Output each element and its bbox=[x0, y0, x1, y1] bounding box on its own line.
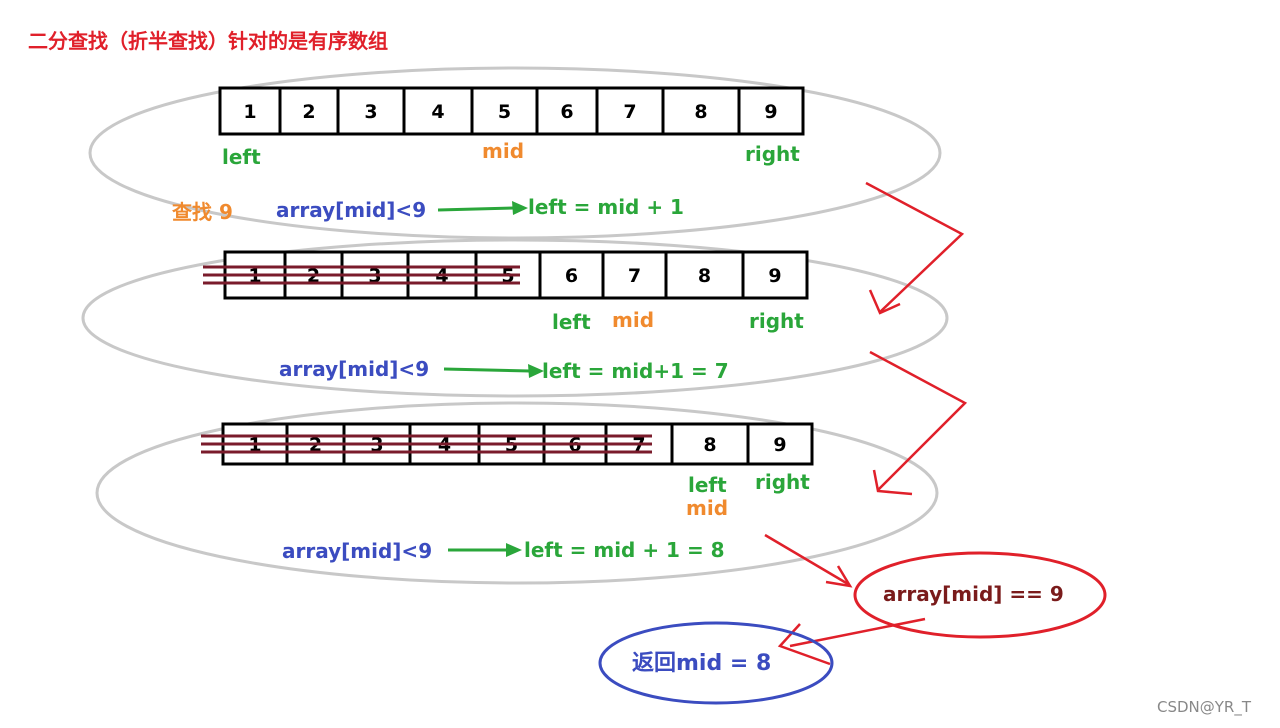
red-arrow-2-head bbox=[872, 469, 913, 496]
array-cell-value: 3 bbox=[364, 101, 377, 123]
array-cell bbox=[470, 86, 539, 136]
found-ellipse bbox=[853, 551, 1107, 639]
step1-left-label: left bbox=[222, 145, 261, 169]
return-ellipse bbox=[598, 621, 834, 705]
red-arrow-4 bbox=[789, 617, 926, 648]
array-cell bbox=[661, 86, 741, 136]
watermark: CSDN@YR_T bbox=[1157, 698, 1252, 717]
array-cell bbox=[737, 86, 805, 136]
array-row-1: 1 2 3 4 5 6 7 8 9 bbox=[218, 86, 805, 136]
array-cell bbox=[278, 86, 340, 136]
array-cell-value: 9 bbox=[768, 265, 781, 287]
array-cell-value: 9 bbox=[773, 434, 786, 456]
step1-condition: array[mid]<9 bbox=[276, 198, 426, 222]
step2-result: left = mid+1 = 7 bbox=[542, 359, 729, 383]
step2-arrow-head bbox=[528, 364, 544, 378]
step2-condition: array[mid]<9 bbox=[279, 357, 429, 381]
step3-mid-label: mid bbox=[686, 496, 728, 520]
step1-right-label: right bbox=[745, 142, 800, 166]
step3-arrow-head bbox=[506, 543, 522, 557]
step3-left-label: left bbox=[688, 473, 727, 497]
array-cell bbox=[741, 250, 809, 300]
red-arrow-1-head bbox=[868, 289, 901, 315]
array-cell-value: 8 bbox=[694, 101, 707, 123]
array-cell-value: 6 bbox=[560, 101, 573, 123]
red-arrow-4-head bbox=[777, 623, 831, 666]
step3-right-label: right bbox=[755, 470, 810, 494]
array-cell-value: 8 bbox=[703, 434, 716, 456]
step2-ellipse bbox=[81, 238, 949, 398]
step3-result: left = mid + 1 = 8 bbox=[524, 538, 725, 562]
array-cell-value: 6 bbox=[565, 265, 578, 287]
array-cell-value: 8 bbox=[698, 265, 711, 287]
step1-arrow bbox=[437, 206, 516, 212]
array-cell bbox=[670, 422, 750, 466]
step2-arrow bbox=[443, 367, 531, 373]
page-title: 二分查找（折半查找）针对的是有序数组 bbox=[28, 29, 388, 53]
array-cell-value: 5 bbox=[498, 101, 511, 123]
array-cell bbox=[538, 250, 605, 300]
array-cell-value: 9 bbox=[764, 101, 777, 123]
array-cell-value: 1 bbox=[243, 101, 256, 123]
array-cell-value: 4 bbox=[431, 101, 444, 123]
step1-result: left = mid + 1 bbox=[528, 195, 684, 219]
array-cell bbox=[601, 250, 668, 300]
found-condition: array[mid] == 9 bbox=[883, 582, 1064, 606]
array-cell bbox=[218, 86, 282, 136]
array-cell bbox=[402, 86, 474, 136]
step2-left-label: left bbox=[552, 310, 591, 334]
step2-right-label: right bbox=[749, 309, 804, 333]
step1-arrow-head bbox=[512, 201, 528, 215]
red-arrow-3 bbox=[764, 533, 849, 586]
array-cell-value: 7 bbox=[623, 101, 636, 123]
red-arrow-3-head bbox=[825, 565, 853, 588]
array-cell-value: 7 bbox=[628, 265, 641, 287]
array-cell bbox=[535, 86, 599, 136]
return-value: 返回mid = 8 bbox=[632, 651, 771, 676]
search-target-label: 查找 9 bbox=[172, 200, 233, 224]
red-arrow-2 bbox=[869, 350, 968, 491]
step3-condition: array[mid]<9 bbox=[282, 539, 432, 563]
step1-mid-label: mid bbox=[482, 139, 524, 163]
step1-ellipse bbox=[88, 66, 942, 240]
step2-mid-label: mid bbox=[612, 308, 654, 332]
array-cell bbox=[664, 250, 745, 300]
red-arrow-1 bbox=[865, 181, 965, 313]
array-cell-value: 2 bbox=[302, 101, 315, 123]
array-cell bbox=[746, 422, 814, 466]
step3-ellipse bbox=[95, 401, 939, 585]
array-cell bbox=[595, 86, 665, 136]
